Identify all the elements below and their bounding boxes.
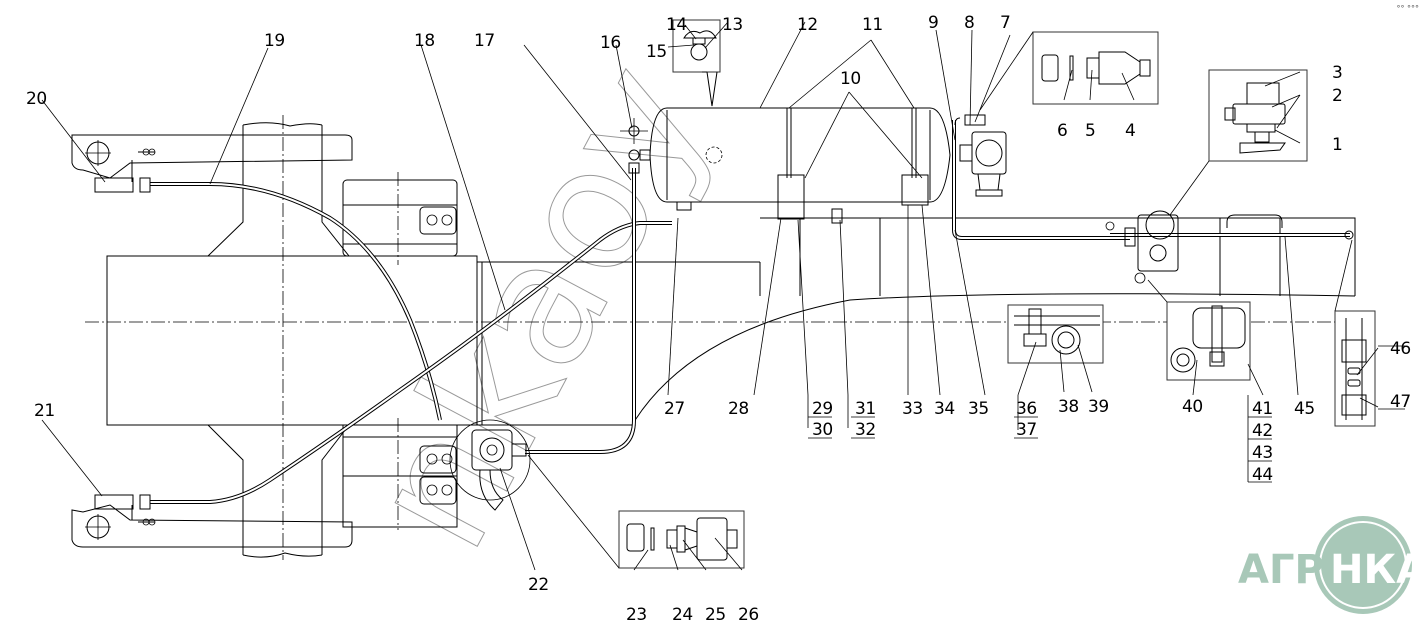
callout-22: 22 (528, 575, 549, 595)
callout-18: 18 (414, 31, 435, 51)
watermark-text: nkaoy (331, 34, 746, 579)
callout-11: 11 (862, 15, 883, 35)
callout-39: 39 (1088, 397, 1109, 417)
callout-47: 47 (1390, 392, 1411, 412)
callout-43: 43 (1252, 443, 1273, 463)
clamp (419, 445, 457, 474)
callout-8: 8 (964, 13, 974, 33)
callout-37: 37 (1016, 420, 1037, 440)
callout-12: 12 (797, 15, 818, 35)
coupling-head-upper (94, 148, 156, 193)
callout-35: 35 (968, 399, 989, 419)
callout-33: 33 (902, 399, 923, 419)
callout-5: 5 (1085, 121, 1095, 141)
callout-13: 13 (722, 15, 743, 35)
callout-23: 23 (626, 605, 647, 625)
callout-36: 36 (1016, 399, 1037, 419)
logo-right-text: НКА (1330, 547, 1425, 593)
callout-14: 14 (666, 15, 687, 35)
callout-21: 21 (34, 401, 55, 421)
callout-34: 34 (934, 399, 955, 419)
callout-20: 20 (26, 89, 47, 109)
callout-32: 32 (855, 420, 876, 440)
callout-3: 3 (1332, 63, 1342, 83)
logo-circle (1314, 516, 1412, 614)
callout-38: 38 (1058, 397, 1079, 417)
callout-24: 24 (672, 605, 693, 625)
hitch-frame (71, 122, 760, 558)
inset-4-6 (979, 31, 1159, 111)
logo-left-text: АГРО (1238, 547, 1358, 593)
callout-labels: 3 2 1 4 5 6 7 8 9 10 11 12 13 14 15 16 1… (26, 13, 1411, 625)
callout-44: 44 (1252, 465, 1273, 485)
reservoir-bracket (901, 174, 929, 206)
callout-16: 16 (600, 33, 621, 53)
callout-26: 26 (738, 605, 759, 625)
inset-1-3 (1169, 69, 1308, 216)
air-reservoir (649, 107, 951, 224)
clamp (419, 476, 457, 505)
clamp (419, 206, 457, 235)
callout-6: 6 (1057, 121, 1067, 141)
callout-7: 7 (1000, 13, 1010, 33)
callout-25: 25 (705, 605, 726, 625)
inset-40-44 (1147, 279, 1251, 381)
valve-45 (1105, 210, 1179, 284)
callout-31: 31 (855, 399, 876, 419)
leader-lines (41, 21, 1379, 571)
callout-40: 40 (1182, 397, 1203, 417)
reservoir-bracket (777, 174, 805, 220)
valve-16 (620, 118, 651, 174)
stacked-callout-rules (808, 345, 1405, 483)
callout-30: 30 (812, 420, 833, 440)
callout-2: 2 (1332, 86, 1342, 106)
inset-46-47 (1334, 239, 1376, 427)
callout-10: 10 (840, 69, 861, 89)
callout-46: 46 (1390, 339, 1411, 359)
callout-42: 42 (1252, 421, 1273, 441)
callout-4: 4 (1125, 121, 1135, 141)
corner-mark: °° °°° (1396, 4, 1419, 13)
callout-28: 28 (728, 399, 749, 419)
callout-9: 9 (928, 13, 938, 33)
valve-22 (449, 419, 531, 511)
coupling-head-lower (94, 494, 156, 526)
watermark: nkaoy (331, 34, 747, 580)
callout-45: 45 (1294, 399, 1315, 419)
agronka-logo: АГРО НКА (1238, 516, 1425, 614)
inset-23-26 (527, 454, 745, 569)
callout-15: 15 (646, 42, 667, 62)
callout-29: 29 (812, 399, 833, 419)
callout-27: 27 (664, 399, 685, 419)
inset-36-39 (1007, 304, 1104, 364)
pressure-regulator (954, 114, 1007, 197)
callout-17: 17 (474, 31, 495, 51)
callout-19: 19 (264, 31, 285, 51)
callout-41: 41 (1252, 399, 1273, 419)
callout-1: 1 (1332, 135, 1342, 155)
pipe-end-fitting (1344, 230, 1354, 240)
